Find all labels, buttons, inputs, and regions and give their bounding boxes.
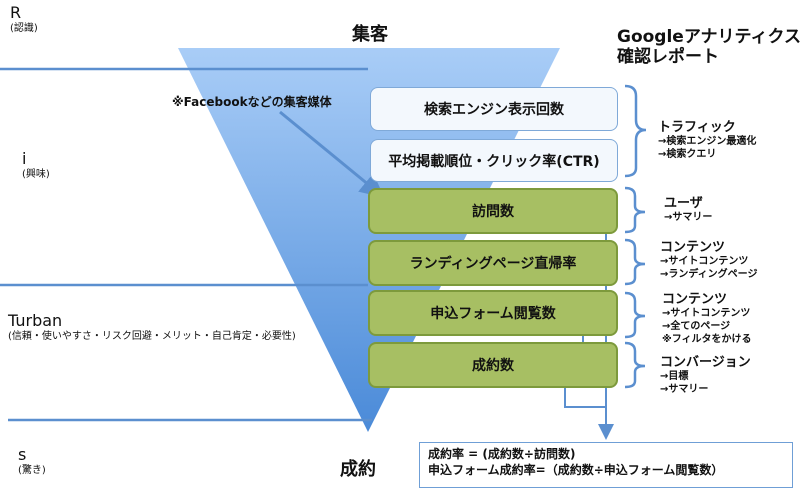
bracket-content-1 <box>624 238 646 286</box>
category-heading: ユーザ <box>664 196 703 211</box>
stage-i-sub: (興味) <box>22 169 50 180</box>
report-category-conversion: コンバージョン →目標 →サマリー <box>660 355 751 396</box>
metric-label: 検索エンジン表示回数 <box>424 102 564 118</box>
stage-i-letter: i <box>22 149 27 168</box>
report-category-user: ユーザ →サマリー <box>664 196 712 224</box>
category-item: ※フィルタをかける <box>662 334 752 345</box>
metric-label: ランディングページ直帰率 <box>409 256 577 272</box>
bracket-traffic <box>624 84 647 178</box>
funnel-top-label: 集客 <box>352 24 388 45</box>
category-item: →サマリー <box>660 384 709 395</box>
metric-conversions: 成約数 <box>368 342 618 388</box>
formula-box: 成約率 = (成約数÷訪問数) 申込フォーム成約率=（成約数÷申込フォーム閲覧数… <box>419 442 793 488</box>
report-title-line1: Googleアナリティクス <box>617 27 800 47</box>
category-item: →サイトコンテンツ <box>660 256 749 267</box>
brackets <box>624 84 647 389</box>
stage-turban: Turban (信頼・使いやすさ・リスク回避・メリット・自己肯定・必要性) <box>8 312 296 343</box>
metric-form-views: 申込フォーム閲覧数 <box>368 290 618 336</box>
category-item: →目標 <box>660 371 689 382</box>
note-arrow <box>279 110 385 198</box>
report-category-content-2: コンテンツ →サイトコンテンツ →全てのページ ※フィルタをかける <box>662 292 752 346</box>
stage-s-sub: (驚き) <box>18 465 46 476</box>
category-item: →検索クエリ <box>658 149 717 160</box>
stage-i: i (興味) <box>22 150 50 181</box>
metric-label: 申込フォーム閲覧数 <box>430 306 556 322</box>
category-heading: コンテンツ <box>662 292 728 307</box>
funnel-note: ※Facebookなどの集客媒体 <box>172 95 332 109</box>
bracket-content-2 <box>624 291 646 339</box>
stage-turban-sub: (信頼・使いやすさ・リスク回避・メリット・自己肯定・必要性) <box>8 331 296 342</box>
metric-search-impressions: 検索エンジン表示回数 <box>370 87 618 131</box>
metric-label: 平均掲載順位・クリック率(CTR) <box>388 153 600 170</box>
metric-landing-bounce: ランディングページ直帰率 <box>368 240 618 286</box>
report-title: Googleアナリティクス 確認レポート <box>617 27 800 67</box>
stage-r: R (認識) <box>10 4 38 35</box>
stage-s-letter: s <box>18 445 27 464</box>
metric-label: 訪問数 <box>472 204 514 220</box>
category-heading: コンテンツ <box>660 240 726 255</box>
report-category-content-1: コンテンツ →サイトコンテンツ →ランディングページ <box>660 240 757 281</box>
stage-turban-letter: Turban <box>8 311 63 330</box>
category-item: →サマリー <box>664 212 713 223</box>
report-title-line2: 確認レポート <box>617 47 719 67</box>
category-item: →サイトコンテンツ <box>662 308 751 319</box>
stage-r-sub: (認識) <box>10 23 38 34</box>
stage-r-letter: R <box>10 3 22 22</box>
funnel-bottom-label: 成約 <box>340 459 376 480</box>
formula-conversion-rate: 成約率 = (成約数÷訪問数) <box>428 447 576 461</box>
bracket-user <box>624 186 646 234</box>
category-item: →ランディングページ <box>660 269 758 280</box>
category-item: →検索エンジン最適化 <box>658 136 757 147</box>
formula-form-conversion-rate: 申込フォーム成約率=（成約数÷申込フォーム閲覧数） <box>428 463 724 477</box>
metric-avg-position-ctr: 平均掲載順位・クリック率(CTR) <box>370 139 618 182</box>
stage-s: s (驚き) <box>18 446 46 477</box>
report-category-traffic: トラフィック →検索エンジン最適化 →検索クエリ <box>658 120 756 161</box>
category-heading: コンバージョン <box>660 355 751 370</box>
metric-visits: 訪問数 <box>368 188 618 234</box>
category-heading: トラフィック <box>658 120 736 135</box>
bracket-conversion <box>624 341 646 389</box>
metric-label: 成約数 <box>472 358 514 374</box>
category-item: →全てのページ <box>662 321 731 332</box>
